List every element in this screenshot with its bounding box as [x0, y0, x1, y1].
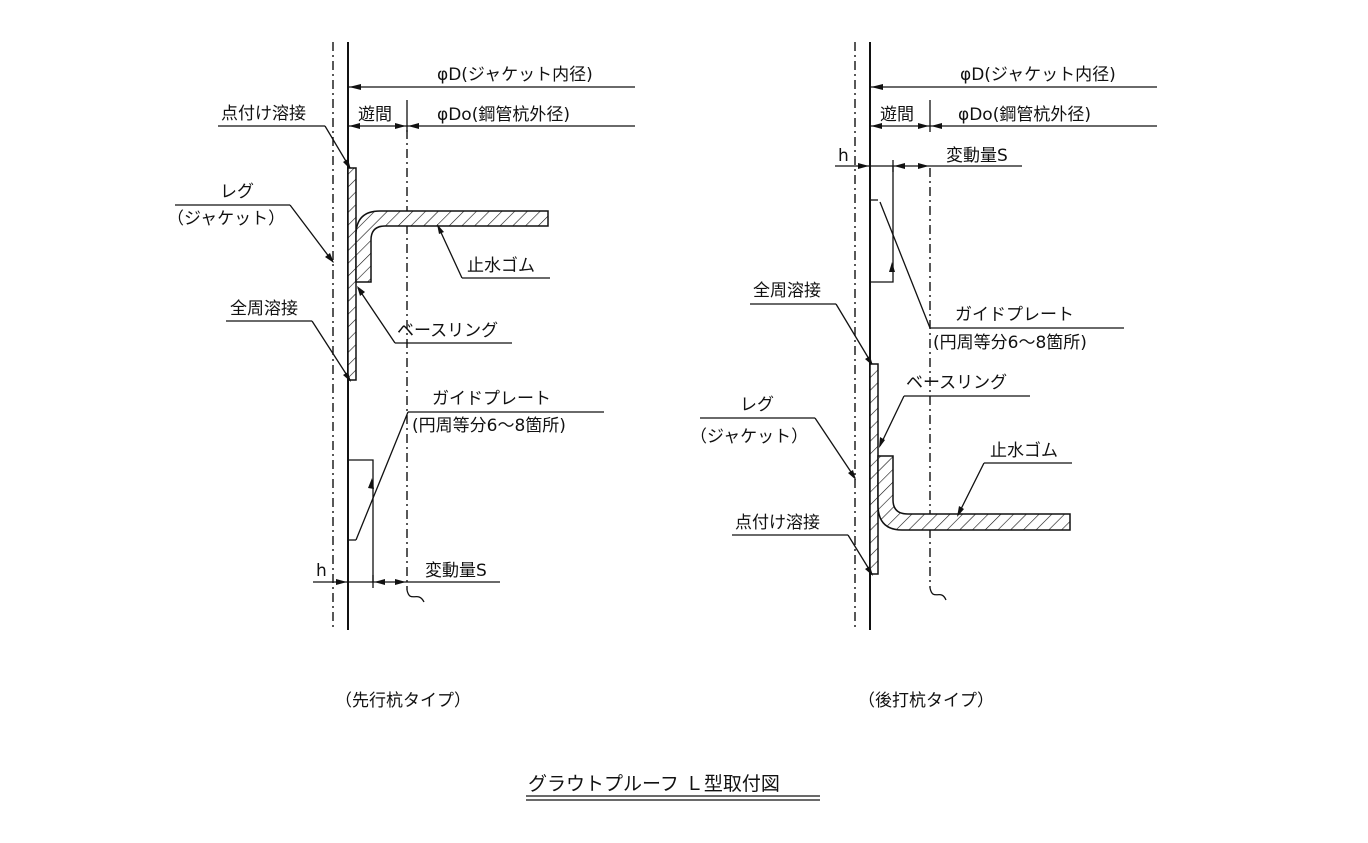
left-guide-plate-arrow — [368, 478, 374, 489]
right-base-ring-label: ベースリング — [906, 373, 1007, 393]
left-guide-plate-leader — [355, 411, 409, 541]
right-waterstop-rubber — [877, 455, 1071, 531]
left-guide-plate — [348, 459, 374, 582]
right-phiDo-label: φDo(鋼管杭外径) — [958, 105, 1091, 125]
right-base-ring-leader — [879, 395, 905, 447]
right-base-ring — [869, 363, 879, 575]
left-s-arrow — [395, 579, 406, 585]
left-waterstop-leader — [437, 225, 463, 279]
left-clearance-label: 遊間 — [358, 105, 392, 125]
left-phiDo-arrow — [408, 123, 419, 129]
right-full-weld-label: 全周溶接 — [753, 281, 821, 301]
left-base-ring — [347, 167, 357, 381]
left-leg-label-line1: レグ — [220, 182, 254, 202]
right-s-arrow — [918, 163, 929, 169]
right-panel: φD(ジャケット内径) 遊間 φDo(鋼管杭外径) h 変動量S ガイドプレート… — [690, 42, 1157, 711]
right-h-arrow-b — [894, 163, 905, 169]
left-full-weld-leader — [311, 320, 351, 381]
left-leg-arrow — [325, 253, 334, 263]
left-h-arrow-a — [336, 579, 347, 585]
left-clearance-arrow-b — [395, 123, 406, 129]
left-base-ring-arrow — [357, 286, 365, 296]
left-full-weld-arrow — [343, 372, 351, 382]
right-waterstop-label: 止水ゴム — [990, 440, 1058, 461]
left-phiDo-label: φDo(鋼管杭外径) — [437, 105, 570, 125]
left-base-ring-label: ベースリング — [397, 321, 498, 341]
right-leg-label-line2: （ジャケット） — [690, 427, 808, 447]
right-clearance-label: 遊間 — [880, 105, 914, 125]
right-waterstop-arrow — [957, 506, 964, 517]
right-leg-label-line1: レグ — [740, 395, 774, 415]
left-waterstop-label: 止水ゴム — [467, 255, 535, 276]
right-guide-plate-label-1: ガイドプレート — [955, 305, 1074, 325]
left-full-weld-label: 全周溶接 — [230, 299, 298, 319]
left-waterstop-arrow — [437, 224, 444, 234]
left-panel: φD(ジャケット内径) 遊間 φDo(鋼管杭外径) 点付け溶接 レグ （ジャケッ… — [167, 42, 635, 711]
left-base-ring-leader — [357, 287, 396, 344]
right-pile-break-mark — [929, 587, 947, 601]
right-phiDo-arrow — [931, 123, 942, 129]
right-base-ring-arrow — [879, 437, 885, 448]
left-leg-label-line2: （ジャケット） — [167, 209, 285, 229]
right-guide-plate-leader — [879, 201, 931, 329]
right-tack-weld-arrow — [865, 566, 873, 576]
left-guide-plate-label-1: ガイドプレート — [432, 389, 551, 409]
right-displacement-label: 変動量S — [946, 146, 1008, 166]
left-displacement-label: 変動量S — [425, 561, 487, 581]
right-caption: （後打杭タイプ） — [858, 691, 994, 711]
right-guide-plate-arrow — [889, 262, 895, 272]
right-clearance-arrow-b — [918, 123, 929, 129]
left-h-arrow-b — [374, 579, 385, 585]
left-pile-break-mark — [406, 589, 425, 603]
left-guide-plate-label-2: (円周等分6～8箇所) — [412, 416, 566, 436]
left-waterstop-rubber — [355, 210, 549, 283]
right-phiD-arrow — [871, 84, 883, 90]
right-leg-arrow — [848, 470, 856, 480]
left-clearance-arrow-a — [349, 123, 360, 129]
left-h-label: h — [316, 561, 327, 581]
left-leg-leader — [289, 204, 334, 263]
right-full-weld-leader — [835, 303, 873, 365]
right-h-label: h — [838, 146, 849, 166]
right-guide-plate — [870, 166, 894, 283]
right-clearance-arrow-a — [871, 123, 882, 129]
left-phiD-arrow — [349, 84, 361, 90]
left-phiD-label: φD(ジャケット内径) — [437, 65, 593, 85]
right-waterstop-leader — [957, 462, 985, 516]
right-leg-leader — [814, 417, 856, 479]
left-tack-weld-label: 点付け溶接 — [221, 104, 306, 124]
figure-title-group: グラウトプルーフ Ｌ型取付図 — [526, 773, 820, 801]
right-phiD-label: φD(ジャケット内径) — [960, 65, 1116, 85]
figure-title: グラウトプルーフ Ｌ型取付図 — [528, 773, 780, 795]
right-tack-weld-label: 点付け溶接 — [735, 513, 820, 533]
right-guide-plate-label-2: (円周等分6～8箇所) — [933, 333, 1087, 353]
right-h-arrow-a — [858, 163, 869, 169]
left-caption: （先行杭タイプ） — [335, 691, 471, 711]
